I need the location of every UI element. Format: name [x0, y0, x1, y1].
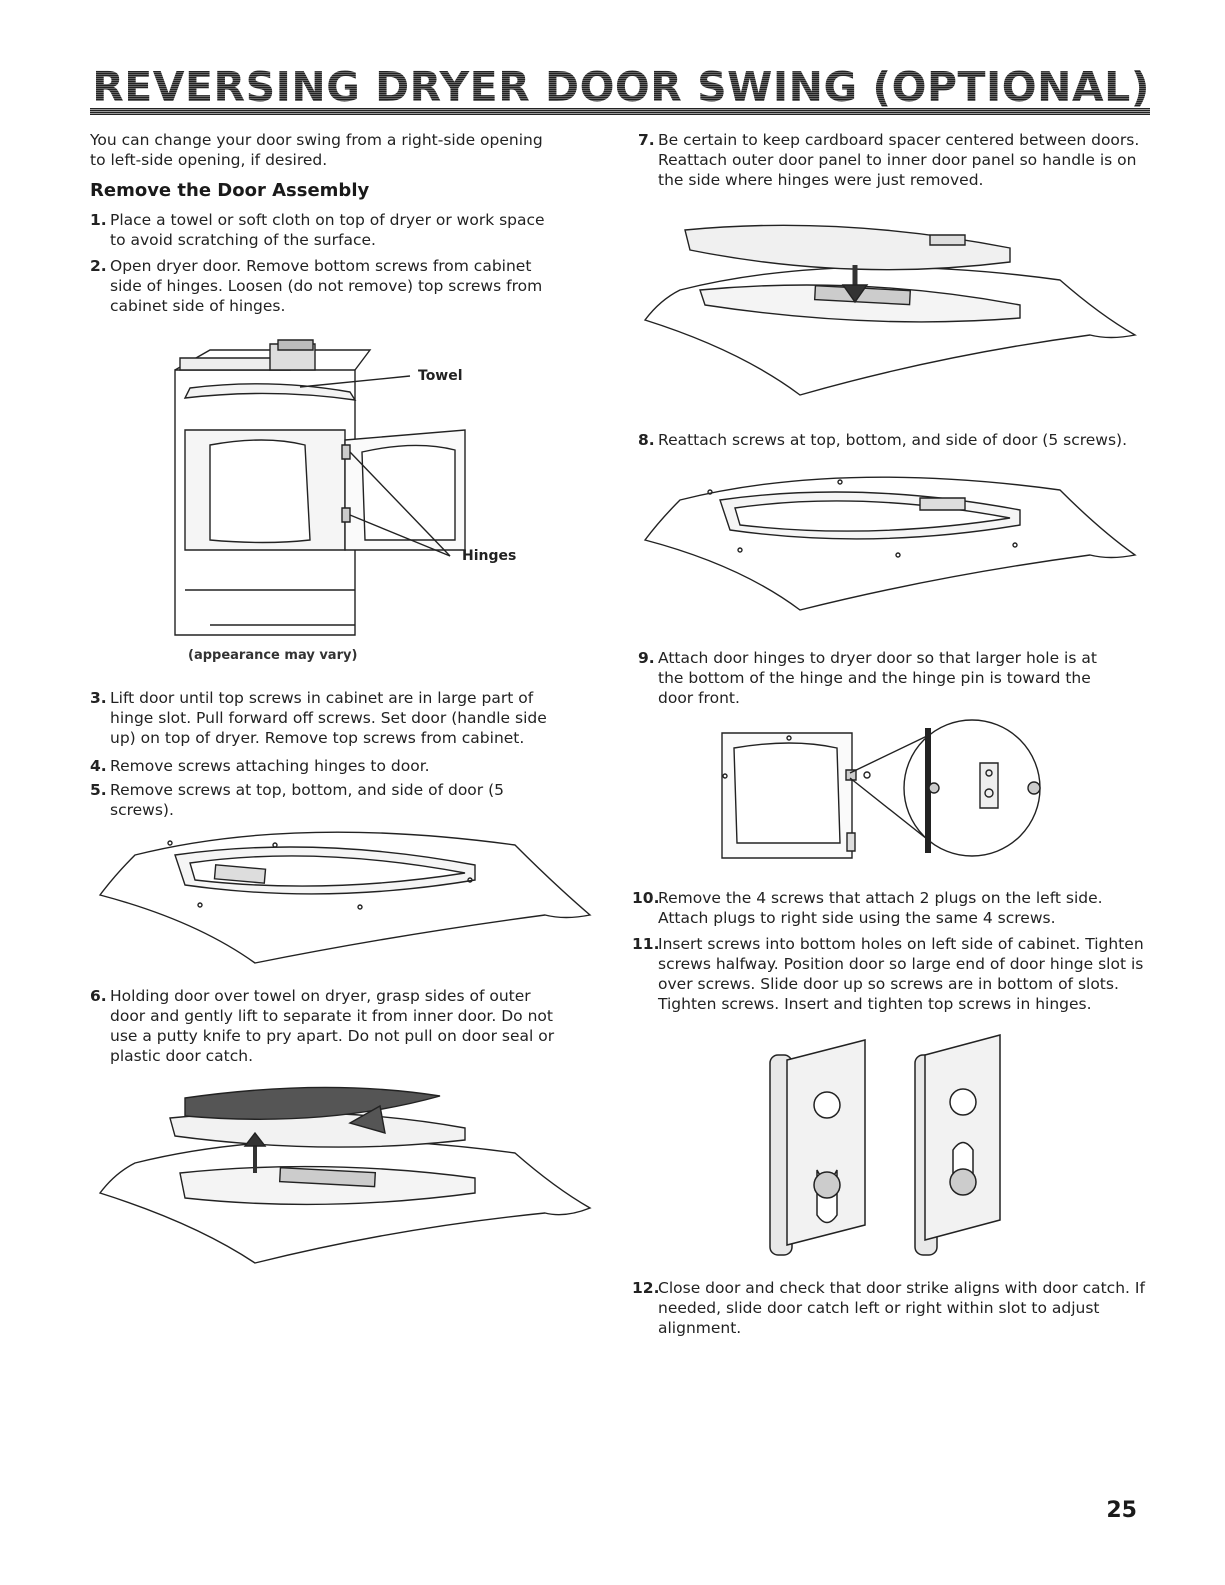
step-number: 4. [90, 757, 107, 775]
intro-text: You can change your door swing from a ri… [90, 131, 543, 169]
step-text: Open dryer door. Remove bottom screws fr… [110, 257, 543, 315]
dryer-illustration [170, 340, 530, 640]
step-number: 7. [638, 131, 655, 149]
section-heading: Remove the Door Assembly [90, 180, 370, 201]
separate-door-illustration [95, 1078, 595, 1268]
step-12: 12. Close door and check that door strik… [632, 1278, 1152, 1338]
label-hinges: Hinges [462, 548, 517, 564]
step-text: Be certain to keep cardboard spacer cent… [658, 131, 1140, 189]
step-number: 2. [90, 257, 107, 275]
step-text: Remove the 4 screws that attach 2 plugs … [658, 889, 1103, 927]
label-towel: Towel [418, 368, 463, 384]
step-number: 5. [90, 781, 107, 799]
title-rule [90, 108, 1150, 115]
step-number: 6. [90, 987, 107, 1005]
step-number: 3. [90, 689, 107, 707]
figure-caption: (appearance may vary) [188, 648, 358, 663]
hinge-attach-illustration [722, 718, 1062, 888]
step-text: Holding door over towel on dryer, grasp … [110, 987, 555, 1065]
page-title: REVERSING DRYER DOOR SWING (OPTIONAL) [90, 62, 1150, 112]
step-5: 5. Remove screws at top, bottom, and sid… [90, 780, 570, 820]
hinge-detail-illustration [765, 1030, 1015, 1260]
step-10: 10. Remove the 4 screws that attach 2 pl… [632, 888, 1152, 928]
reattach-screws-illustration [640, 470, 1140, 615]
step-text: Insert screws into bottom holes on left … [658, 935, 1144, 1013]
step-text: Place a towel or soft cloth on top of dr… [110, 211, 545, 249]
step-3: 3. Lift door until top screws in cabinet… [90, 688, 570, 748]
step-11: 11. Insert screws into bottom holes on l… [632, 934, 1152, 1014]
step-4: 4. Remove screws attaching hinges to doo… [90, 756, 570, 776]
step-1: 1. Place a towel or soft cloth on top of… [90, 210, 565, 250]
step-text: Reattach screws at top, bottom, and side… [658, 431, 1128, 449]
step-number: 9. [638, 649, 655, 667]
step-7: 7. Be certain to keep cardboard spacer c… [638, 130, 1148, 190]
step-text: Close door and check that door strike al… [658, 1279, 1145, 1337]
step-text: Attach door hinges to dryer door so that… [658, 649, 1097, 707]
step-2: 2. Open dryer door. Remove bottom screws… [90, 256, 565, 316]
step-8: 8. Reattach screws at top, bottom, and s… [638, 430, 1148, 450]
reattach-door-illustration [640, 210, 1140, 400]
step-6: 6. Holding door over towel on dryer, gra… [90, 986, 570, 1066]
door-on-towel-illustration [95, 825, 595, 970]
step-number: 11. [632, 935, 660, 953]
step-text: Remove screws attaching hinges to door. [110, 757, 430, 775]
step-number: 8. [638, 431, 655, 449]
step-number: 10. [632, 889, 660, 907]
step-text: Remove screws at top, bottom, and side o… [110, 781, 504, 819]
step-text: Lift door until top screws in cabinet ar… [110, 689, 547, 747]
step-9: 9. Attach door hinges to dryer door so t… [638, 648, 1118, 708]
page-number: 25 [1106, 1498, 1137, 1523]
step-number: 1. [90, 211, 107, 229]
step-number: 12. [632, 1279, 660, 1297]
